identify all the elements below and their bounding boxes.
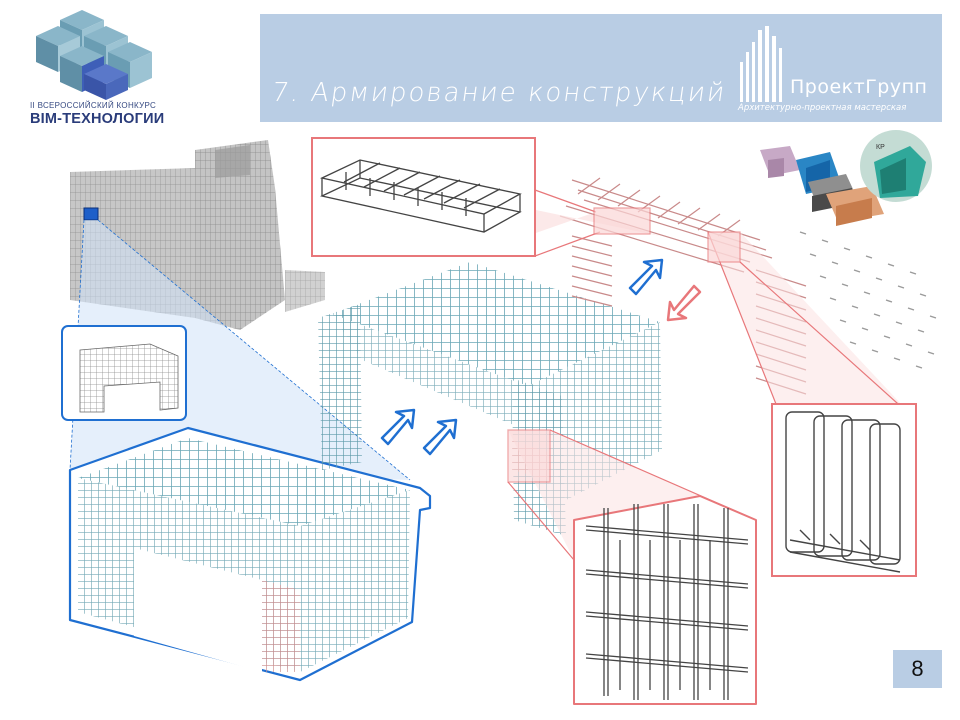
column-cage-callout (707, 231, 917, 577)
contest-logo-line1: II ВСЕРОССИЙСКИЙ КОНКУРС (30, 101, 157, 110)
header-banner (260, 14, 942, 122)
beam-cage-callout (311, 137, 660, 257)
contest-logo-line2: BIM-ТЕХНОЛОГИИ (30, 111, 165, 127)
page-number: 8 (911, 656, 924, 681)
small-blue-callout (61, 325, 187, 421)
page-number-box (893, 650, 942, 688)
wall-mesh-callout (507, 429, 757, 705)
contest-logo-cubes (36, 10, 152, 100)
large-blue-callout (68, 426, 432, 682)
model-thumbnails (760, 130, 932, 226)
firm-logo-tagline: Архитектурно-проектная мастерская (738, 103, 907, 113)
firm-logo-columns (740, 26, 782, 102)
arrow-down-left-icon (666, 284, 702, 322)
thumbnail-badge-label: КР (876, 144, 885, 151)
firm-logo-name: ПроектГрупп (790, 76, 928, 98)
arrow-up-right-icon (380, 258, 664, 456)
scattered-rebar-pieces (799, 231, 937, 369)
